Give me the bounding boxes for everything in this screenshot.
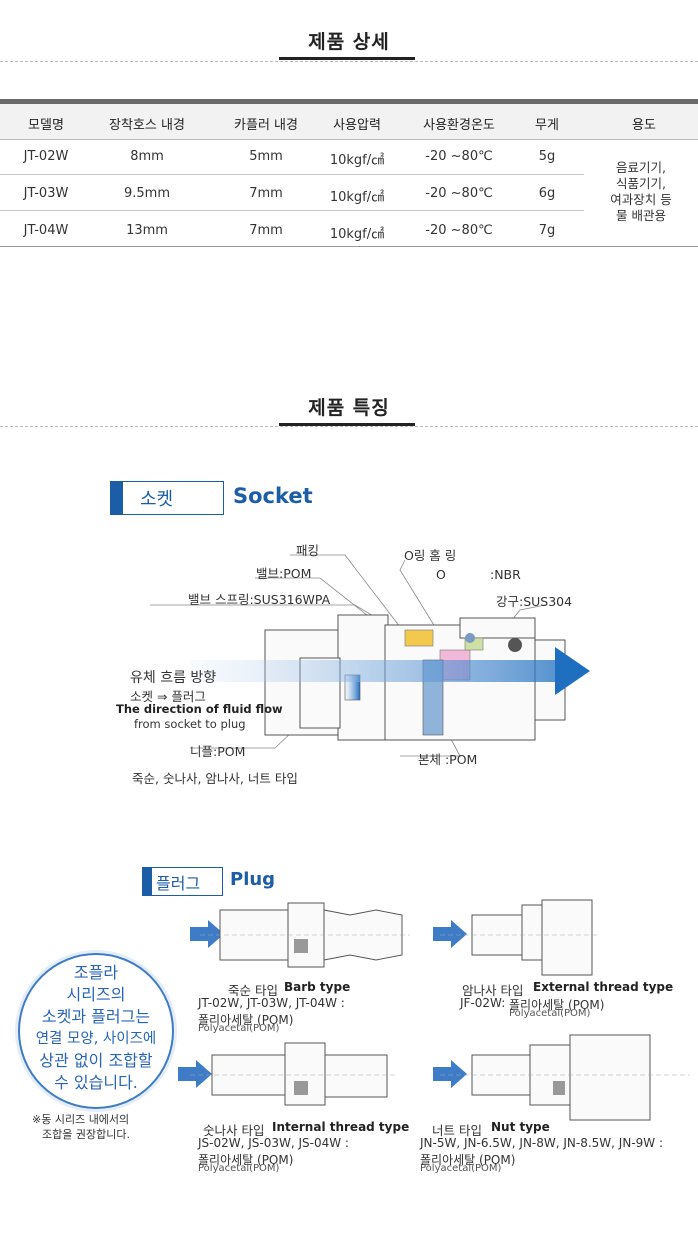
table-row-3-hose: 13mm [126, 223, 168, 238]
external-title-ko: 암나사 타입 [462, 983, 524, 998]
label-oring-symbol: O [436, 567, 446, 582]
features-title: 제품 특징 [308, 397, 390, 419]
label-body: 본체 :POM [418, 752, 478, 767]
table-row-divider [0, 174, 584, 175]
features-title-underline [279, 423, 415, 426]
header-coupler-diameter: 카플러 내경 [234, 118, 298, 133]
table-row-3-coupler: 7mm [249, 223, 283, 238]
label-packing: 패킹 [296, 543, 320, 558]
detail-title-underline [279, 57, 415, 60]
internal-material-ko: 폴리아세탈 (POM) [198, 1153, 294, 1167]
table-bottom-border [0, 246, 698, 247]
flow-label-ko-sub: 소켓 ⇒ 플러그 [130, 689, 206, 704]
usage-line: 음료기기, [616, 160, 666, 175]
barb-models: JT-02W, JT-03W, JT-04W : [198, 996, 345, 1010]
callout-note-2: 조합을 권장합니다. [42, 1128, 130, 1141]
header-usage: 용도 [632, 118, 656, 133]
plug-label-en: Plug [230, 869, 276, 890]
table-row-3-weight: 7g [538, 223, 556, 238]
detail-divider [0, 61, 698, 62]
usage-line: 물 배관용 [616, 208, 666, 223]
nut-material-ko: 폴리아세탈 (POM) [420, 1153, 516, 1167]
label-oring-groove: O링 홈 링 [404, 548, 457, 563]
valve-yellow [404, 629, 434, 647]
table-row-2-pressure: 10kgf/㎠ [329, 190, 385, 205]
table-row-1-hose: 8mm [130, 149, 164, 164]
internal-material-en: Polyacetal(POM) [198, 1163, 280, 1174]
callout-line: 소켓과 플러그는 [41, 1007, 151, 1026]
internal-models: JS-02W, JS-03W, JS-04W : [198, 1136, 349, 1150]
table-row-divider [0, 210, 584, 211]
callout-line: 조플라 [73, 963, 119, 982]
label-valve-spring: 밸브 스프링:SUS316WPA [188, 592, 331, 607]
table-row-2-temp: -20 ~80℃ [425, 186, 493, 201]
socket-label-ko: 소켓 [140, 489, 174, 510]
table-row-3-model: JT-04W [23, 223, 69, 238]
internal-title-ko: 숫나사 타입 [203, 1123, 265, 1138]
nut-title-en: Nut type [491, 1120, 550, 1134]
callout-line: 시리즈의 [66, 985, 126, 1004]
external-title-en: External thread type [533, 980, 674, 994]
features-divider [0, 426, 698, 427]
table-row-1-coupler: 5mm [249, 149, 283, 164]
table-row-1-model: JT-02W [23, 149, 69, 164]
barb-title-en: Barb type [284, 980, 351, 994]
table-row-2-hose: 9.5mm [123, 186, 170, 201]
nut-material-en: Polyacetal(POM) [420, 1163, 502, 1174]
plug-tag [142, 867, 223, 896]
flow-label-ko: 유체 흐름 방향 [130, 670, 217, 686]
header-weight: 무게 [535, 118, 559, 133]
usage-line: 식품기기, [616, 176, 666, 191]
callout-line: 연결 모양, 사이즈에 [35, 1031, 157, 1047]
external-material-ko: 폴리아세탈 (POM) [509, 998, 605, 1012]
callout-note-1: ※동 시리즈 내에서의 [32, 1113, 130, 1126]
socket-tag [110, 481, 224, 515]
header-pressure: 사용압력 [333, 118, 381, 133]
table-header-row [0, 104, 698, 140]
label-nipple: 니플:POM [190, 744, 246, 759]
header-model: 모델명 [28, 118, 64, 133]
plug-diagrams [178, 899, 690, 1121]
socket-types: 죽순, 숫나사, 암나사, 너트 타입 [132, 771, 298, 786]
external-models: JF-02W: [460, 996, 506, 1010]
header-hose-diameter: 장착호스 내경 [109, 118, 185, 133]
barb-title-ko: 죽순 타입 [228, 983, 278, 998]
detail-title: 제품 상세 [308, 31, 390, 53]
label-steel-ball: 강구:SUS304 [496, 594, 573, 609]
socket-label-en: Socket [233, 484, 313, 508]
table-row-1-temp: -20 ~80℃ [425, 149, 493, 164]
table-row-2-coupler: 7mm [249, 186, 283, 201]
barb-material-en: Polyacetal(POM) [198, 1023, 280, 1034]
compatibility-callout: 조플라 시리즈의 소켓과 플러그는 연결 모양, 사이즈에 상관 없이 조합할 … [18, 953, 174, 1109]
table-row-2-model: JT-03W [23, 186, 69, 201]
nut-title-ko: 너트 타입 [432, 1123, 482, 1138]
flow-label-en-1: The direction of fluid flow [116, 702, 283, 716]
table-row-3-temp: -20 ~80℃ [425, 223, 493, 238]
internal-title-en: Internal thread type [272, 1120, 410, 1134]
socket-diagram [150, 554, 590, 757]
table-row-1-pressure: 10kgf/㎠ [329, 153, 385, 168]
table-top-border [0, 99, 698, 104]
header-temperature: 사용환경온도 [423, 118, 495, 133]
barb-material-ko: 폴리아세탈 (POM) [198, 1013, 294, 1027]
table-row-3-pressure: 10kgf/㎠ [329, 227, 385, 242]
external-material-en: Polyacetal(POM) [509, 1008, 591, 1019]
callout-line: 상관 없이 조합할 [39, 1051, 153, 1070]
nut-models: JN-5W, JN-6.5W, JN-8W, JN-8.5W, JN-9W : [420, 1136, 663, 1150]
table-row-1-weight: 5g [538, 149, 556, 164]
callout-line: 수 있습니다. [54, 1073, 138, 1092]
flow-label-en-2: from socket to plug [134, 717, 246, 731]
label-oring-material: :NBR [490, 567, 521, 582]
plug-label-ko: 플러그 [156, 874, 201, 893]
usage-cell: 음료기기, 식품기기, 여과장치 등 물 배관용 [584, 160, 698, 224]
table-row-2-weight: 6g [538, 186, 556, 201]
usage-line: 여과장치 등 [610, 192, 672, 207]
label-valve: 밸브:POM [256, 566, 312, 581]
